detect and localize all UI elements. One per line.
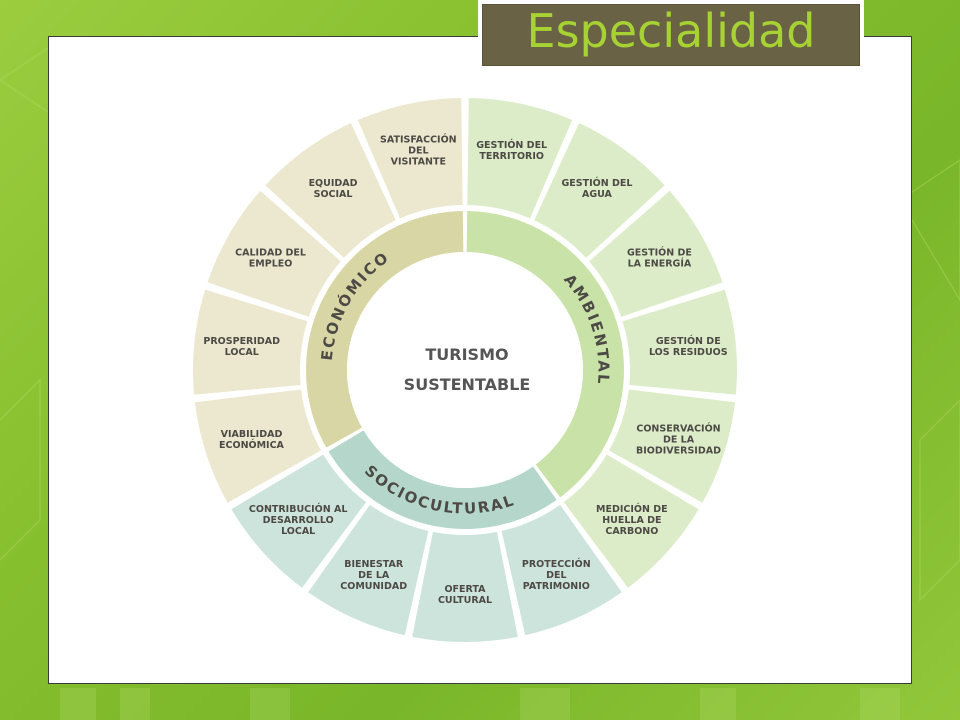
wheel-segment bbox=[467, 98, 573, 219]
wheel-segment bbox=[231, 454, 367, 588]
segment-label-line: DESARROLLO bbox=[263, 515, 334, 526]
wheel-segment bbox=[207, 190, 341, 317]
wheel-segment bbox=[357, 98, 463, 219]
segment-label-line: CULTURAL bbox=[438, 595, 492, 606]
wheel-segment bbox=[563, 454, 699, 588]
slide-title: Especialidad bbox=[526, 4, 816, 58]
segment-label-line: AGUA bbox=[582, 189, 613, 200]
segment-label-line: GESTIÓN DE bbox=[627, 246, 692, 258]
wheel-segment bbox=[265, 123, 396, 258]
segment-label-line: DEL bbox=[408, 145, 428, 156]
segment-label-line: DE LA bbox=[663, 434, 695, 445]
dimension-ring bbox=[466, 211, 624, 498]
segment-label-line: MEDICIÓN DE bbox=[596, 503, 668, 515]
wheel-segment bbox=[589, 190, 723, 317]
wheel-segment bbox=[412, 531, 518, 642]
segment-label-line: VIABILIDAD bbox=[221, 429, 283, 440]
segment-label-line: CONSERVACIÓN bbox=[636, 422, 720, 434]
segment-label-line: TERRITORIO bbox=[479, 151, 544, 162]
segment-label-line: CARBONO bbox=[605, 526, 658, 537]
segment-label-line: LA ENERGÍA bbox=[628, 257, 692, 269]
segment-label-line: GESTIÓN DE bbox=[656, 335, 721, 347]
center-label: TURISMO bbox=[425, 345, 508, 364]
center-circle bbox=[347, 252, 583, 488]
segment-label-line: BIENESTAR bbox=[344, 559, 404, 570]
segment-label-line: BIODIVERSIDAD bbox=[636, 445, 721, 456]
segment-label-line: HUELLA DE bbox=[602, 515, 661, 526]
segment-label-line: GESTIÓN DEL bbox=[476, 139, 547, 151]
segment-label-line: SATISFACCIÓN bbox=[380, 133, 457, 145]
wheel-segment bbox=[501, 504, 622, 636]
wheel-segment bbox=[609, 389, 736, 503]
dimension-ring bbox=[306, 211, 464, 448]
segment-label-line: ECONÓMICA bbox=[219, 439, 285, 451]
wheel-segment bbox=[194, 389, 321, 503]
title-inner: Especialidad bbox=[482, 4, 860, 66]
center-label: SUSTENTABLE bbox=[404, 375, 531, 394]
segment-label-line: GESTIÓN DEL bbox=[561, 177, 632, 189]
wheel-segment bbox=[622, 289, 737, 395]
segment-label-line: PROTECCIÓN bbox=[522, 558, 591, 570]
segment-label-line: LOCAL bbox=[281, 526, 315, 537]
segment-label-line: SOCIAL bbox=[314, 189, 353, 200]
segment-label-line: LOCAL bbox=[225, 347, 259, 358]
segment-label-line: CALIDAD DEL bbox=[235, 247, 306, 258]
segment-label-line: CONTRIBUCIÓN AL bbox=[249, 503, 348, 515]
segment-label-line: PROSPERIDAD bbox=[203, 336, 280, 347]
title-box: Especialidad bbox=[478, 0, 864, 70]
wheel-segment bbox=[534, 123, 665, 258]
wheel-segment bbox=[308, 504, 429, 636]
dimension-ring bbox=[328, 430, 557, 529]
segment-label-line: PATRIMONIO bbox=[523, 581, 590, 592]
segment-label-line: DEL bbox=[546, 570, 566, 581]
segment-label-line: EMPLEO bbox=[249, 258, 293, 269]
segment-label-line: VISITANTE bbox=[391, 156, 446, 167]
segment-label-line: COMUNIDAD bbox=[340, 581, 407, 592]
segment-label-line: EQUIDAD bbox=[309, 178, 358, 189]
segment-label-line: OFERTA bbox=[444, 584, 486, 595]
wheel-segment bbox=[192, 289, 308, 395]
segment-label-line: DE LA bbox=[358, 570, 390, 581]
segment-label-line: LOS RESIDUOS bbox=[649, 347, 728, 358]
